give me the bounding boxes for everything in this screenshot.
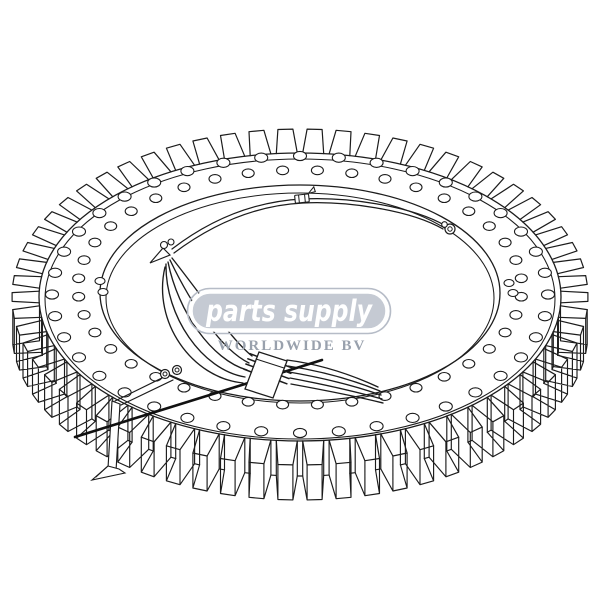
bolt-head — [171, 364, 183, 376]
mounting-hardware — [73, 351, 324, 481]
bolt-head-center — [174, 367, 180, 373]
bolt-head — [159, 368, 171, 380]
bolt-head-center — [162, 371, 168, 377]
fitting-body — [294, 193, 310, 204]
watermark-brand-text: parts supply — [205, 294, 373, 328]
watermark-pill-outline — [186, 287, 392, 335]
cable-bundle-right — [286, 359, 384, 404]
fitting-flag — [307, 185, 316, 195]
gear-teeth-extrusion — [12, 305, 588, 501]
cable-gland-nut — [159, 240, 169, 250]
watermark-subtitle-text: WORLDWIDE BV — [218, 338, 367, 354]
service-holes — [94, 277, 519, 297]
connector-block — [244, 351, 288, 399]
fitting-ribs — [298, 193, 306, 204]
bracket-foot — [90, 465, 127, 481]
bracket-arm — [114, 374, 174, 406]
connector-detail-line — [255, 358, 285, 369]
cable-gland-cap — [167, 238, 175, 246]
inner-bolt-holes — [72, 165, 528, 410]
bracket-foot-fold — [95, 465, 109, 478]
cable-gland-body — [149, 247, 172, 264]
outer-bolt-holes — [44, 150, 556, 439]
cable-eyelet-hole — [447, 226, 453, 232]
connector-pins — [243, 352, 294, 385]
watermark: parts supply WORLDWIDE BV — [186, 287, 392, 354]
watermark-pill — [189, 290, 389, 332]
cable-eyelet-nub — [441, 221, 448, 228]
inline-cable-fitting — [294, 185, 316, 204]
cable-upper-run — [171, 198, 447, 254]
bore-lower-edge — [105, 192, 495, 404]
cable-eyelet — [444, 223, 456, 235]
